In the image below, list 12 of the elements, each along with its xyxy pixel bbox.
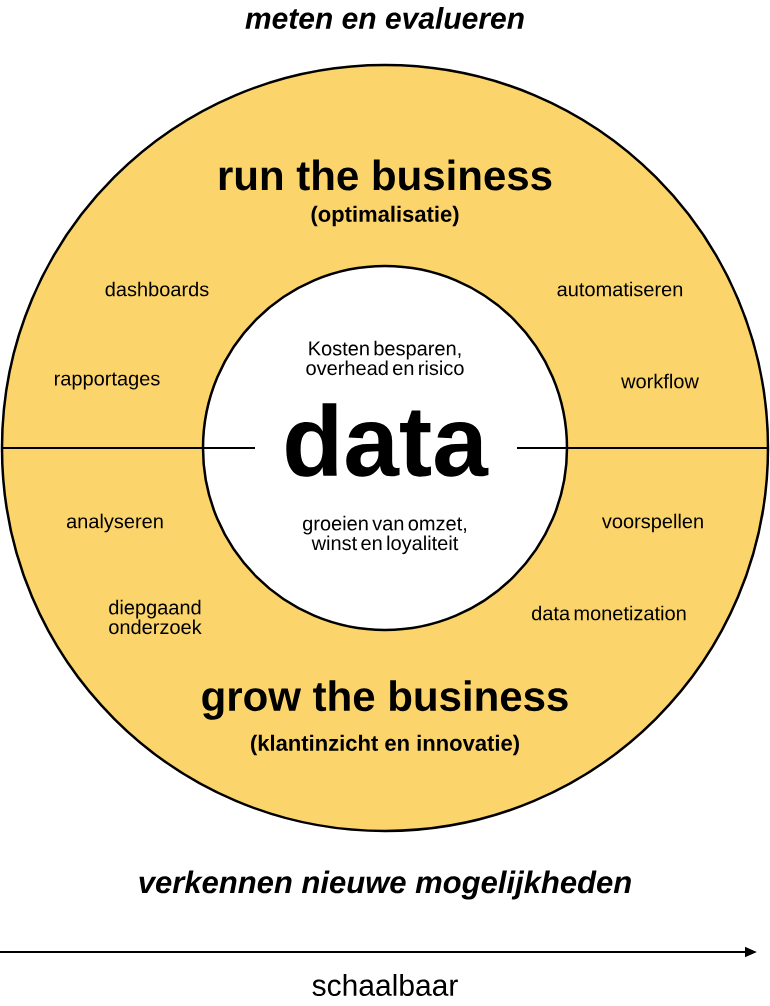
subtitle: verkennen nieuwe mogelijkheden: [139, 870, 631, 900]
title: meten en evalueren: [245, 7, 524, 30]
node-label: grow the business: [202, 680, 568, 720]
axis-label: schaalbaar: [312, 974, 458, 996]
node-label: (klantinzicht en innovatie): [251, 734, 519, 756]
area-label: workflow: [621, 373, 699, 389]
area-label: diepgaand onderzoek: [109, 599, 202, 635]
area-label: analyseren: [66, 513, 163, 533]
node-label: run the business: [219, 159, 552, 191]
area-label: rapportages: [54, 372, 160, 390]
node-label: (optimalisatie): [311, 205, 459, 227]
area-label: voorspellen: [601, 513, 703, 533]
